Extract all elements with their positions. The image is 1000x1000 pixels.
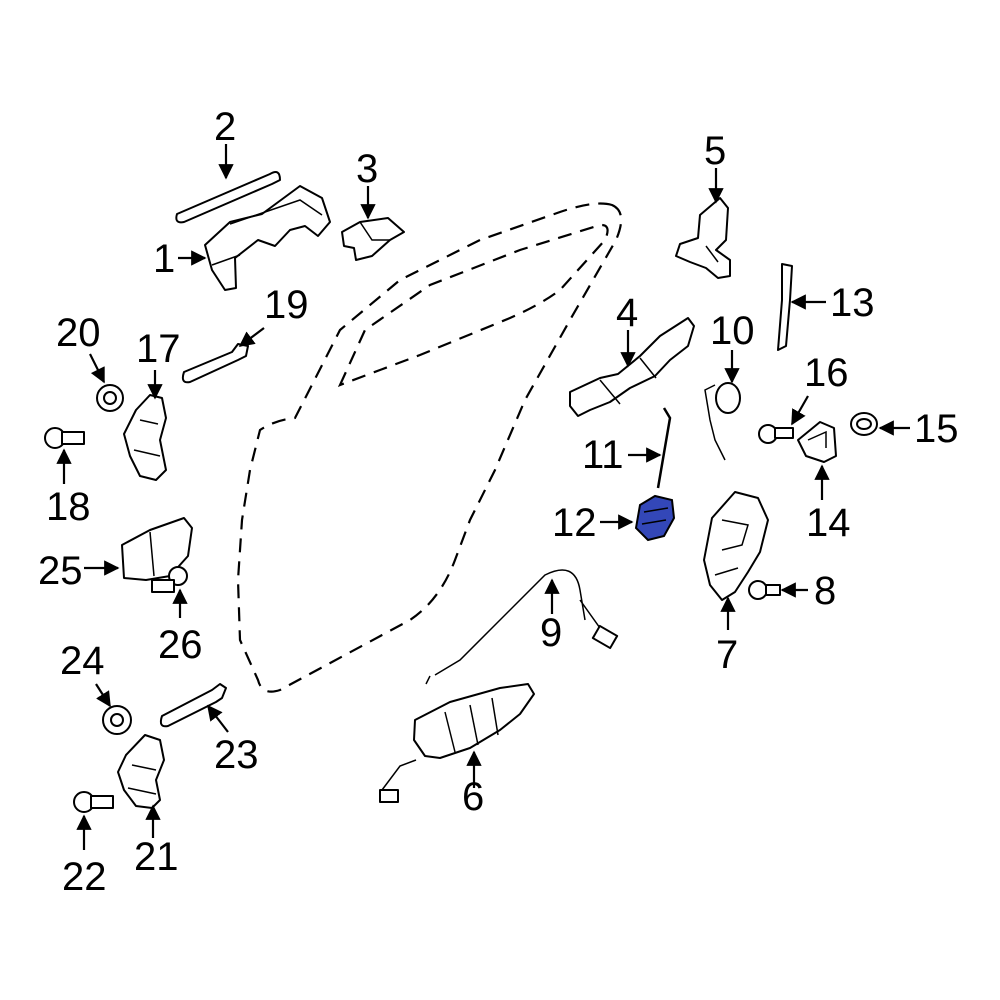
callout-9: 9 [540,611,562,655]
part-9-cable [425,569,619,685]
part-2-handle-gasket [175,171,281,224]
callout-16: 16 [804,351,849,395]
callout-21: 21 [134,835,179,879]
callout-4: 4 [616,291,638,335]
part-7-door-latch [703,491,769,601]
callout-17: 17 [136,327,181,371]
callout-2: 2 [214,105,236,149]
callout-5: 5 [704,129,726,173]
callout-22: 22 [62,855,107,899]
part-22-bolt [73,791,114,813]
part-23-hinge-pin [159,683,227,728]
callout-6: 6 [462,775,484,819]
part-17-upper-hinge [123,394,167,481]
callout-labels: 1 2 3 4 5 6 7 8 9 10 11 12 13 14 15 16 1… [38,105,959,899]
part-3-handle-bracket [341,217,405,261]
leader-lines [56,144,910,850]
part-1-outside-handle [204,185,331,291]
callout-24: 24 [60,639,105,683]
part-19-hinge-pin [181,343,249,384]
callout-11: 11 [582,433,624,477]
part-24-nut [102,705,132,735]
callout-25: 25 [38,549,83,593]
part-11-lock-rod [656,407,672,489]
part-14-bracket [797,421,837,463]
part-26-bolt [151,566,188,593]
part-8-latch-screw [748,580,781,600]
callout-20: 20 [56,311,101,355]
part-16-screw [758,424,794,444]
part-20-nut [96,384,124,412]
callout-19: 19 [264,283,309,327]
part-25-check-strap [121,517,193,581]
part-21-lower-hinge [117,734,165,809]
part-18-bolt [44,427,85,449]
part-13-weatherstrip [777,263,793,351]
callout-7: 7 [716,633,738,677]
callout-12: 12 [552,501,597,545]
callout-1: 1 [153,237,175,281]
callout-23: 23 [214,733,259,777]
door-outline [236,202,623,693]
callout-8: 8 [814,569,836,613]
callout-3: 3 [356,147,378,191]
part-6-latch-control [379,683,535,803]
callout-26: 26 [158,623,203,667]
part-15-ring [850,412,878,436]
callout-18: 18 [46,485,91,529]
callout-15: 15 [914,407,959,451]
part-12-rod-clip [634,494,676,542]
part-5-striker-bracket [675,197,731,279]
part-10-grommet [704,382,741,461]
callout-14: 14 [806,501,851,545]
callout-13: 13 [830,281,875,325]
callout-10: 10 [710,309,755,353]
